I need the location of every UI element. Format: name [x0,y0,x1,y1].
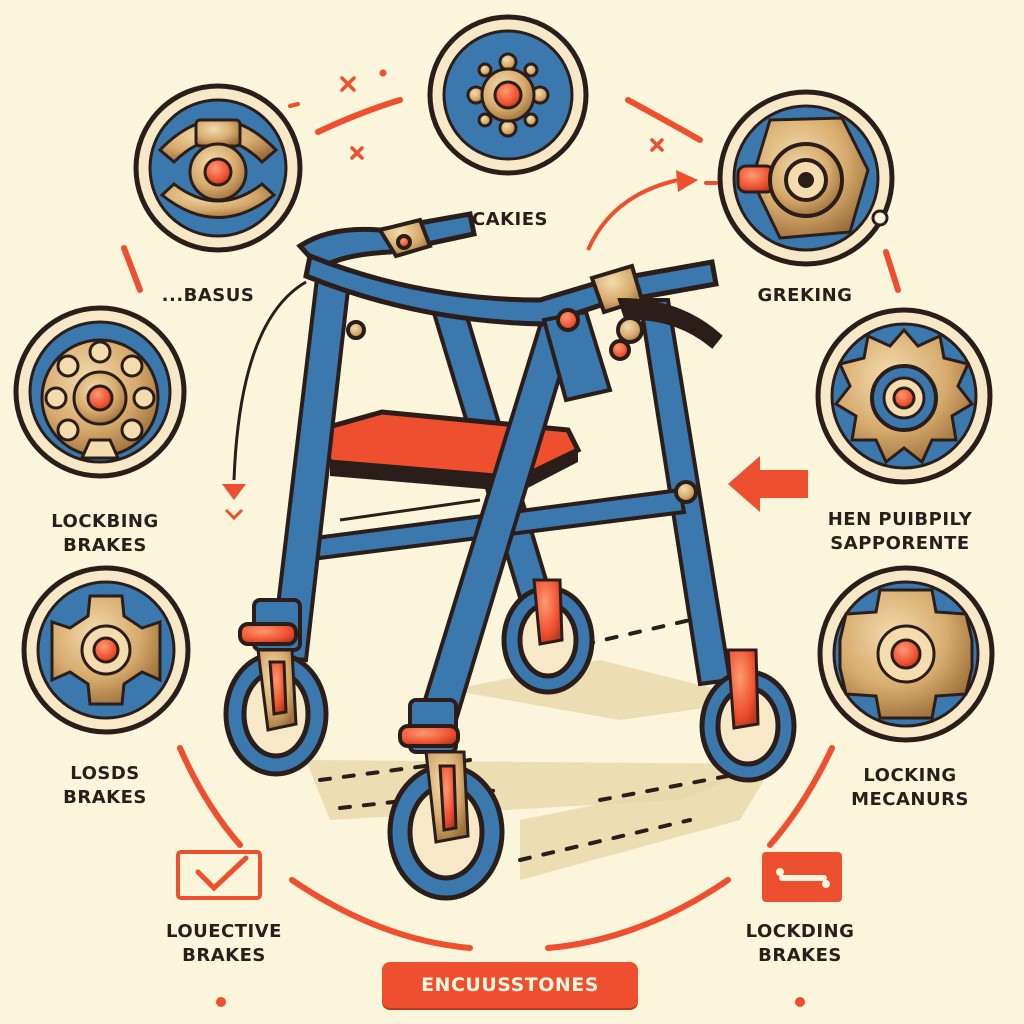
label-line: MECANURS [851,789,969,810]
label-line: BRAKES [182,945,266,966]
label-line: LOUECTIVE [166,921,282,942]
dot-marker [216,997,226,1007]
sparkle-icon [340,76,664,160]
label-line: BRAKES [758,945,842,966]
label-mid-right: HEN PUIBPILY SAPPORENTE [800,508,1000,556]
cog-icon [817,565,995,743]
connector-arcs [121,69,901,951]
footer-badge-label: ENCUUSSTONES [421,974,599,996]
caliper-icon [133,83,303,253]
label-line: BRAKES [63,787,147,808]
label-lower-right: LOCKING MECANURS [835,764,985,812]
rotor-icon [13,305,187,479]
dot-marker [795,997,805,1007]
footer-badge: ENCUUSSTONES [382,962,638,1008]
gear-icon [815,307,993,485]
brake-knob-icon [717,89,895,267]
arrow-curve-right-icon [586,170,718,251]
checkbox-icon [176,850,262,900]
label-line: LOCKBING [51,511,159,532]
label-line: SAPPORENTE [830,533,970,554]
label-line: BRAKES [63,535,147,556]
label-upper-left: ...BASUS [161,285,255,306]
label-top: CAKIES [471,209,549,230]
link-icon [762,852,842,902]
label-bottom-right: LOCKDING BRAKES [720,920,880,968]
label-line: HEN PUIBPILY [827,509,973,530]
arrow-left-icon [728,456,808,512]
label-line: LOCKING [863,765,957,786]
rollator-walker-icon [223,211,797,901]
label-bottom-left: LOUECTIVE BRAKES [144,920,304,968]
label-upper-right: GREKING [757,285,853,306]
arrow-curve-down-icon [222,280,307,521]
label-mid-left: LOCKBING BRAKES [30,510,180,558]
brake-hub-icon [427,14,589,176]
label-line: LOCKDING [745,921,855,942]
label-lower-left: LOSDS BRAKES [40,762,170,810]
label-line: LOSDS [70,763,140,784]
cross-hub-icon [21,565,191,735]
